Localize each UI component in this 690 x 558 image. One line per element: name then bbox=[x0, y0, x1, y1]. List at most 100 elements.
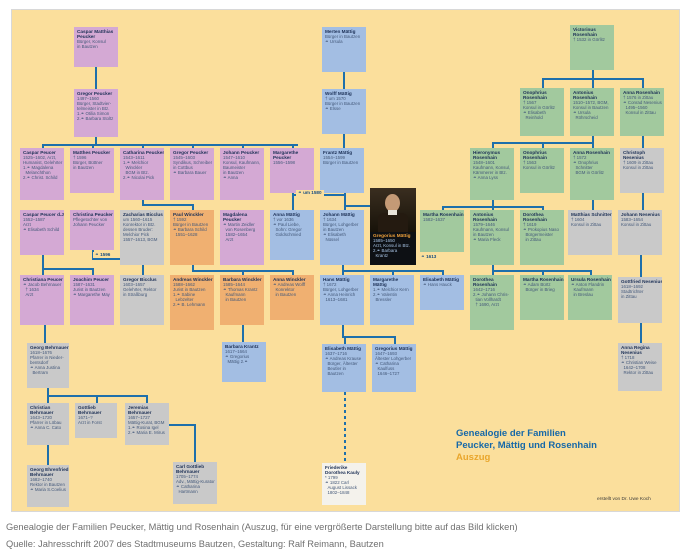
image-caption: Genealogie der Familien Peucker, Mättig … bbox=[6, 519, 686, 553]
person-details: 1510–1572, BGM,Konsul in Bautzen⚭ Ursula… bbox=[573, 100, 609, 121]
connector-line bbox=[343, 72, 345, 89]
marriage-label: ⚭ um 1580 bbox=[296, 190, 324, 196]
connector-line bbox=[192, 265, 194, 272]
connector-line bbox=[142, 204, 194, 206]
person-box-ursula-rosenhain: Ursula Rosenhain⚭ Anton Flandrin Kaufman… bbox=[568, 275, 612, 320]
person-name: Gregorius Mättig bbox=[375, 346, 413, 351]
person-details: 1671–?Arzt in Forst bbox=[78, 415, 102, 426]
person-name: Paul Winckler bbox=[173, 212, 204, 217]
connector-line bbox=[142, 200, 144, 206]
person-name: Wolff Mättig bbox=[325, 91, 352, 96]
person-name: Frantz Mättig bbox=[323, 150, 353, 155]
connector-line bbox=[592, 70, 594, 80]
person-details: † vor 1636⚭ Paul Liebe, Sohn: Gregor Gol… bbox=[273, 217, 302, 238]
person-box-anna-maettig: Anna Mättig† vor 1636⚭ Paul Liebe, Sohn:… bbox=[270, 210, 314, 260]
connector-line bbox=[47, 395, 49, 405]
title-line-1: Genealogie der Familien bbox=[456, 428, 566, 439]
connector-line bbox=[642, 78, 644, 90]
person-name: Elisabeth Mättig bbox=[423, 277, 459, 282]
credit-text: erstellt von Dr. Uwe Koch bbox=[597, 497, 651, 502]
connector-line bbox=[242, 270, 244, 277]
connector-line bbox=[142, 144, 144, 150]
person-name: Ursula Rosenhain bbox=[571, 277, 611, 282]
connector-line bbox=[542, 206, 544, 212]
person-name: Martha Rosenhain bbox=[523, 277, 564, 282]
person-details: 1582–1637 bbox=[423, 217, 445, 223]
connector-line bbox=[292, 270, 294, 277]
connector-line bbox=[292, 193, 294, 212]
person-details: 1556–1598 bbox=[273, 160, 295, 166]
person-name: Christiana Peucer bbox=[23, 277, 63, 282]
marriage-label: ⚭ 1596 bbox=[93, 252, 113, 258]
person-name: Barbara Winckler bbox=[223, 277, 262, 282]
person-details: ⚭ Anton Flandrin Kaufmann in Breslau bbox=[571, 282, 605, 298]
person-name: Hans Mättig bbox=[323, 277, 350, 282]
person-details: 1637–1716⚭ Andreas Krause Bürger, Ältest… bbox=[325, 351, 362, 377]
person-name: Anna Rosenhain bbox=[573, 150, 610, 155]
person-name: Matthes Peucker bbox=[73, 150, 111, 155]
connector-line bbox=[640, 323, 642, 345]
person-details: † 1619⚭ Prokopius Naso Bürgermeister in … bbox=[523, 222, 559, 243]
person-name: Anna Winckler bbox=[273, 277, 306, 282]
connector-line bbox=[42, 144, 298, 146]
connector-line bbox=[642, 136, 644, 150]
connector-line bbox=[590, 270, 592, 277]
person-name: Anna Mättig bbox=[273, 212, 300, 217]
person-name: Christina Peucker bbox=[73, 212, 113, 217]
connector-line bbox=[343, 134, 345, 150]
person-name: Caspar Peucer bbox=[23, 150, 56, 155]
connector-line bbox=[442, 270, 444, 277]
person-details: 1585–1644⚭ Thomas Krantz Kaufmann in Bau… bbox=[223, 282, 258, 303]
marriage-label: ⚭ 1613 bbox=[419, 254, 439, 260]
connector-line bbox=[47, 388, 49, 397]
connector-line bbox=[344, 392, 346, 463]
connector-line bbox=[592, 142, 594, 150]
person-name: Gregorius Mättig bbox=[373, 233, 411, 238]
connector-line bbox=[44, 325, 46, 345]
